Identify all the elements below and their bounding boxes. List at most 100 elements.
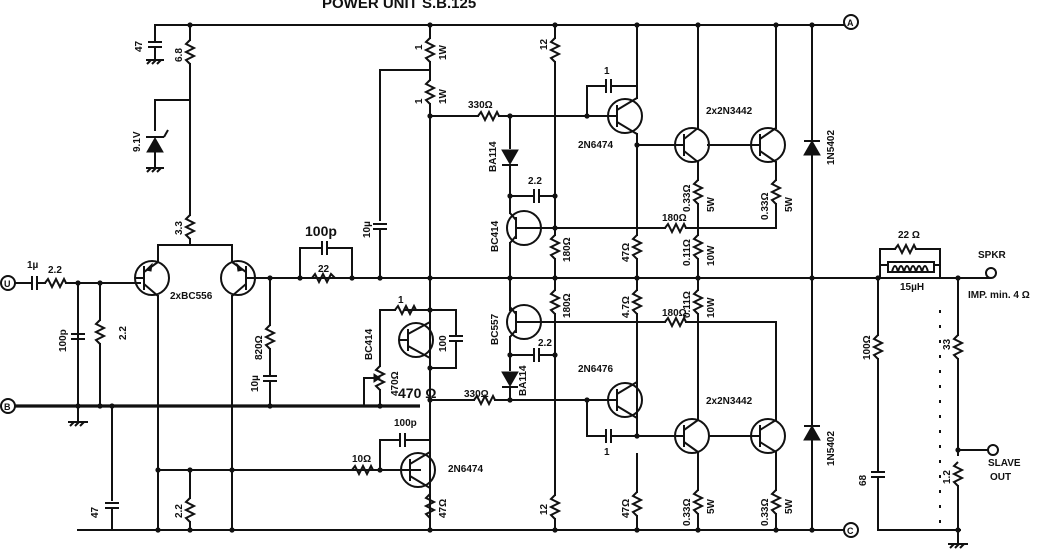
svg-text:47: 47	[90, 506, 101, 518]
resistor-1-1w-top	[423, 37, 437, 63]
resistor-33	[951, 334, 965, 360]
svg-text:3.3: 3.3	[174, 221, 185, 235]
transistor-pair-right	[220, 260, 258, 297]
resistor-12-top	[548, 37, 562, 63]
transistor-bc414-bias	[398, 321, 434, 359]
svg-text:100: 100	[438, 335, 449, 352]
svg-text:10W: 10W	[706, 245, 717, 266]
resistor-47-mid	[630, 234, 644, 260]
svg-text:BC557: BC557	[490, 313, 501, 345]
diode-ba114-top	[501, 149, 519, 166]
diode-ba114-bottom	[501, 371, 519, 388]
svg-text:1: 1	[604, 447, 610, 458]
terminal-c[interactable]: C	[843, 522, 859, 538]
svg-text:330Ω: 330Ω	[464, 389, 489, 400]
svg-text:U: U	[4, 279, 11, 289]
resistor-3-3	[183, 214, 197, 240]
svg-text:1µ: 1µ	[27, 260, 39, 271]
svg-text:5W: 5W	[784, 196, 795, 212]
svg-text:BC414: BC414	[490, 220, 501, 252]
terminal-b[interactable]: B	[0, 398, 16, 414]
svg-text:2x2N3442: 2x2N3442	[706, 106, 753, 117]
resistor-0-33-c	[691, 489, 705, 515]
resistor-1-2	[951, 461, 965, 487]
svg-text:68: 68	[858, 474, 869, 486]
svg-text:0.33Ω: 0.33Ω	[682, 499, 693, 526]
resistor-180-c	[664, 221, 687, 235]
svg-text:6.8: 6.8	[174, 48, 185, 62]
svg-text:10µ: 10µ	[362, 221, 373, 238]
inductor-15uh	[887, 261, 935, 273]
resistor-6-8	[183, 39, 197, 65]
svg-text:15µH: 15µH	[900, 282, 924, 293]
svg-text:C: C	[847, 526, 854, 536]
resistor-330-top	[477, 109, 500, 123]
input-capacitor: 1µ	[27, 260, 39, 290]
speaker-output-terminal[interactable]	[985, 267, 997, 279]
svg-text:2N6474: 2N6474	[448, 464, 483, 475]
svg-text:2x2N3442: 2x2N3442	[706, 396, 753, 407]
transistor-2n3442-bottom-a	[674, 418, 710, 454]
svg-text:100Ω: 100Ω	[862, 335, 873, 360]
svg-text:1W: 1W	[438, 44, 449, 60]
svg-text:1.2: 1.2	[942, 470, 953, 484]
spkr-label: SPKR	[978, 250, 1007, 261]
svg-text:10µ: 10µ	[250, 375, 261, 392]
svg-text:2N6474: 2N6474	[578, 140, 613, 151]
terminal-a[interactable]: A	[843, 14, 859, 30]
resistor-330-bottom	[473, 393, 496, 407]
svg-text:2.2: 2.2	[174, 504, 185, 518]
svg-text:22: 22	[318, 264, 330, 275]
transistor-2n6474-bottom	[400, 451, 436, 489]
resistor-0-11-a	[691, 234, 705, 260]
resistor-0-33-d	[769, 489, 783, 515]
svg-text:180Ω: 180Ω	[662, 213, 687, 224]
svg-text:180Ω: 180Ω	[562, 293, 573, 318]
diode-1n5402-bottom	[803, 424, 821, 441]
svg-text:4.7Ω: 4.7Ω	[621, 296, 632, 318]
svg-text:1N5402: 1N5402	[826, 431, 837, 466]
resistor-180-a	[548, 234, 562, 260]
svg-text:2N6476: 2N6476	[578, 364, 613, 375]
resistor-180-b	[548, 289, 562, 315]
svg-text:0.33Ω: 0.33Ω	[682, 185, 693, 212]
svg-text:12: 12	[539, 503, 550, 515]
svg-text:0.33Ω: 0.33Ω	[760, 193, 771, 220]
transistor-2n6476	[607, 381, 643, 419]
resistor-1-1w-bottom	[423, 79, 437, 105]
svg-text:47Ω: 47Ω	[621, 243, 632, 262]
svg-text:100p: 100p	[394, 418, 417, 429]
ground-symbol-zener	[146, 167, 164, 173]
svg-text:180Ω: 180Ω	[562, 237, 573, 262]
resistor-100-output	[871, 334, 885, 360]
transistor-2n3442-bottom-b	[708, 418, 786, 454]
out-label: OUT	[990, 472, 1011, 483]
resistor-0-33-a	[691, 179, 705, 205]
svg-text:1: 1	[398, 295, 404, 306]
resistor-12-bottom	[548, 494, 562, 520]
svg-text:2xBC556: 2xBC556	[170, 291, 213, 302]
svg-text:2.2: 2.2	[528, 176, 542, 187]
svg-text:5W: 5W	[706, 196, 717, 212]
input-resistor	[44, 276, 67, 290]
slave-out-terminal[interactable]	[987, 444, 999, 456]
svg-text:1: 1	[604, 66, 610, 77]
transistor-pair-left	[134, 260, 170, 297]
terminal-u[interactable]: U	[0, 275, 16, 291]
schematic-title: POWER UNIT S.B.125	[322, 0, 476, 12]
ground-symbol-output	[948, 543, 968, 549]
svg-text:33: 33	[942, 338, 953, 350]
ground-symbol-left	[68, 421, 88, 427]
svg-text:47: 47	[134, 40, 145, 52]
svg-text:5W: 5W	[784, 498, 795, 514]
resistor-4-7-mid	[630, 289, 644, 315]
svg-text:BA114: BA114	[488, 141, 499, 172]
svg-text:180Ω: 180Ω	[662, 308, 687, 319]
svg-text:10Ω: 10Ω	[352, 454, 371, 465]
svg-text:47Ω: 47Ω	[438, 499, 449, 518]
transistor-2n3442-top-a	[674, 127, 710, 163]
transistor-2n6474-top	[607, 97, 643, 135]
svg-text:A: A	[847, 18, 854, 28]
impedance-label: IMP. min. 4 Ω	[968, 290, 1030, 301]
